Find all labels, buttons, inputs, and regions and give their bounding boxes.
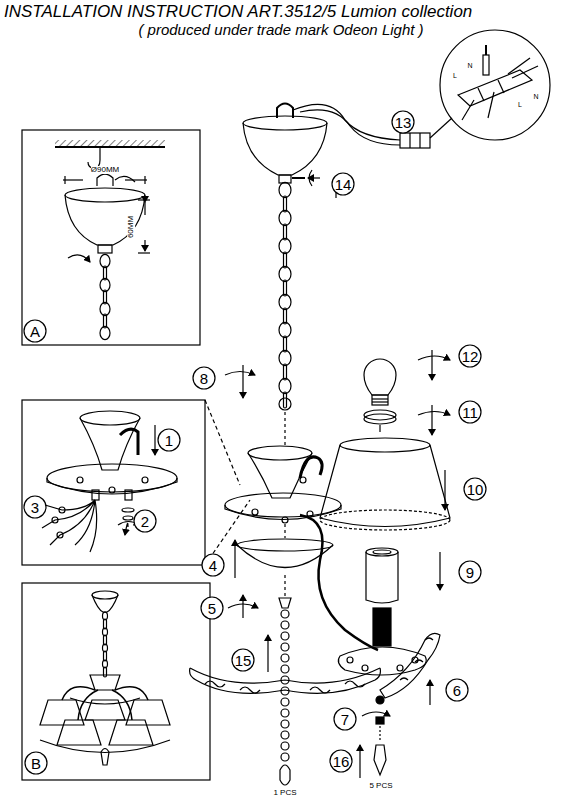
callout-circle [134,510,156,532]
callout-circle [330,750,352,772]
callout-number: 5 [207,601,217,616]
callout-number: 12 [461,349,480,364]
title: INSTALLATION INSTRUCTION ART.3512/5 Lumi… [4,3,472,20]
chain-link [279,378,291,393]
terminal-block [400,30,550,148]
chain-link [279,350,291,365]
crystal-bead [281,753,289,761]
callout-number: 13 [394,115,413,130]
crystal-bead [281,643,289,651]
chain-link [284,252,287,268]
callout-number: 7 [340,712,350,727]
inset-assembled [22,583,210,780]
motion-arrows [225,190,450,778]
chain-link [104,635,107,645]
callout-number: 16 [332,754,351,769]
chain-link [279,210,291,225]
chandelier-body [225,412,378,785]
callout-circle [446,679,468,701]
socket-sleeve [366,548,398,646]
callout-number: 10 [466,482,485,497]
chain-link [284,364,287,380]
crystal-bead [281,698,289,706]
chain-link [104,619,107,629]
callout-circle [459,345,481,367]
lamp-shade [320,438,450,530]
terminal-label: L [453,72,457,79]
chain-link [284,308,287,324]
callout-number: 4 [208,558,218,573]
crystal-bead [281,742,289,750]
callout-circle [464,478,486,500]
crystal-bead [281,621,289,629]
inset-wiring [22,400,250,565]
callout-circle [24,320,46,342]
chain-link [279,266,291,281]
chain [279,182,291,408]
callout-number: 1 [164,433,174,448]
callout-number: B [30,756,42,771]
callout-circle [332,173,354,195]
decorative-frame [190,633,440,775]
bulb [364,359,396,432]
crystal-bead [281,654,289,662]
chain [103,612,108,677]
crystal-bead [281,709,289,717]
callout-circle [334,708,356,730]
callout-circle [158,429,180,451]
terminal-label: L [518,101,522,108]
callout-circle [392,111,414,133]
crystal-bead [281,665,289,673]
callout-number: 8 [199,371,209,386]
callout-circle [459,561,481,583]
callout-circle [202,554,224,576]
ceiling-canopy [243,104,400,411]
chain-link [284,336,287,352]
quantity-label: 5 PCS [369,782,392,790]
crystal-bead [281,720,289,728]
dimension-label: 60MM [127,216,135,238]
chain-link [279,238,291,253]
callout-circle [232,649,254,671]
chain-link [279,294,291,309]
chain-link [104,651,107,661]
chain-link [284,280,287,296]
crystal-bead [281,632,289,640]
crystal-bead [281,610,289,618]
crystal-bead [281,731,289,739]
chain-link [284,392,287,408]
chain-link [284,196,287,212]
callout-number: 14 [334,177,353,192]
callout-circle [193,367,215,389]
caption: ( produced under trade mark Odeon Light … [138,22,423,37]
chain-link [100,326,110,339]
chain-link [284,224,287,240]
callout-number: 15 [234,653,253,668]
callout-number: 3 [30,500,40,515]
chain [100,254,110,339]
dimension-label: Ø90MM [91,166,119,174]
terminal-label: N [533,93,538,100]
terminal-label: N [467,62,472,69]
callout-circle [25,752,47,774]
callout-number: 6 [452,683,462,698]
chain-link [279,182,291,197]
callout-circle [24,496,46,518]
callout-number: A [29,324,41,339]
inset-a [22,130,200,345]
callout-number: 11 [461,405,479,420]
chain-link [279,322,291,337]
callout-circle [201,597,223,619]
quantity-label: 1 PCS [273,789,296,797]
callout-number: 2 [140,514,150,529]
callout-number: 9 [465,565,475,580]
callout-circle [459,401,481,423]
